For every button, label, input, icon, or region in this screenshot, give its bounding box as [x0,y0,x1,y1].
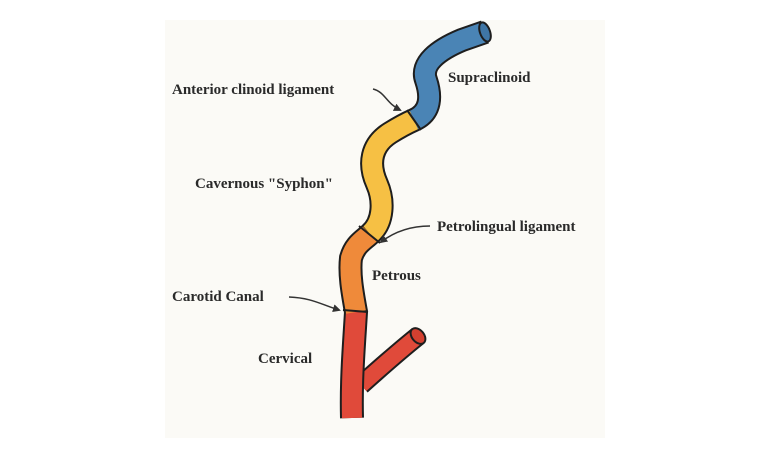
label-cervical: Cervical [258,351,312,367]
arrow-carotid-canal [288,296,341,313]
arrow-anterior-clinoid [372,88,402,111]
vessel-opening [478,21,492,43]
segment-supraclinoid [409,22,489,130]
boundary-cavernous-supraclinoid [406,109,422,131]
label-cavernous-syphon: Cavernous "Syphon" [195,176,333,192]
arrow-petrolingual [379,225,431,244]
boundary-petrous-cavernous [358,225,381,244]
segment-cavernous [362,110,419,242]
segment-cervical [341,311,366,419]
boundary-cervical-petrous [342,309,369,313]
label-petrolingual-ligament: Petrolingual ligament [437,219,575,235]
label-supraclinoid: Supraclinoid [448,70,531,86]
label-petrous: Petrous [372,268,421,284]
branch-vessel [354,327,427,393]
segment-petrous [340,226,378,314]
label-anterior-clinoid-ligament: Anterior clinoid ligament [172,82,334,98]
label-carotid-canal: Carotid Canal [172,289,264,305]
